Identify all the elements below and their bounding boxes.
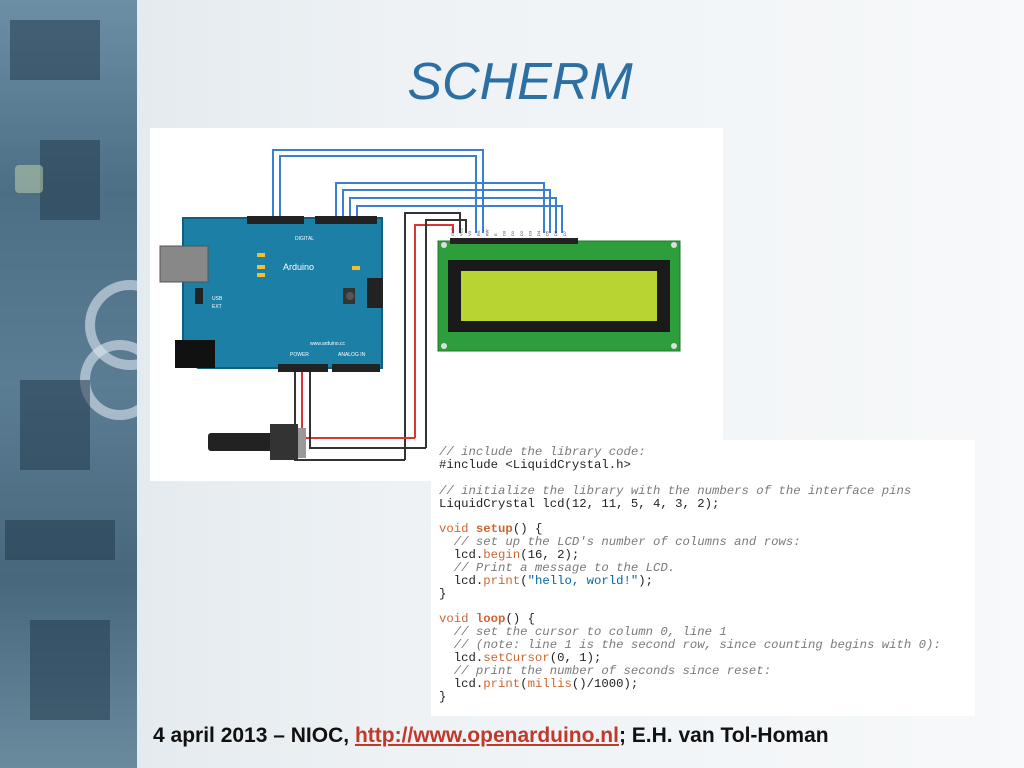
code-line: // include the library code:	[439, 445, 646, 459]
slide-title: SCHERM	[407, 53, 633, 111]
code-line: }	[439, 587, 447, 601]
code-line: lcd.print(millis()/1000);	[439, 677, 639, 691]
arduino-board: Arduino POWER ANALOG IN DIGITAL www.ardu…	[159, 216, 383, 372]
circuit-diagram: Arduino POWER ANALOG IN DIGITAL www.ardu…	[150, 128, 723, 481]
lcd-pin-label: VCC	[459, 227, 464, 236]
code-line: // (note: line 1 is the second row, sinc…	[439, 638, 941, 652]
lcd-pin-label: D6	[553, 230, 558, 236]
code-line: // initialize the library with the numbe…	[439, 484, 912, 498]
code-line: void setup() {	[439, 522, 543, 536]
lcd-pin-label: D3	[527, 230, 532, 236]
code-line: LiquidCrystal lcd(12, 11, 5, 4, 3, 2);	[439, 497, 720, 511]
code-line: void loop() {	[439, 612, 535, 626]
lcd-pin-label: RS	[476, 230, 481, 236]
code-panel: // include the library code: #include <L…	[431, 440, 975, 716]
lcd-pin-label: GND	[450, 227, 455, 236]
board-usb-label: USB	[212, 296, 223, 302]
code-line: // set up the LCD's number of columns an…	[439, 535, 801, 549]
lcd-module	[437, 238, 681, 352]
lcd-pin-label: E	[493, 233, 498, 236]
board-digital-label: DIGITAL	[295, 236, 314, 242]
footer-link[interactable]: http://www.openarduino.nl	[354, 724, 619, 747]
code-line: lcd.setCursor(0, 1);	[439, 651, 602, 665]
circuit-svg: Arduino POWER ANALOG IN DIGITAL www.ardu…	[159, 149, 681, 461]
code-line: lcd.begin(16, 2);	[439, 548, 580, 562]
code-line: #include <LiquidCrystal.h>	[439, 458, 631, 472]
footer-author: ; E.H. van Tol-Homan	[618, 724, 829, 747]
potentiometer	[208, 424, 306, 460]
code-line: // print the number of seconds since res…	[439, 664, 772, 678]
slide-footer: 4 april 2013 – NIOC, http://www.openardu…	[153, 724, 829, 748]
decorative-side-image	[0, 0, 137, 768]
code-line: // Print a message to the LCD.	[439, 561, 676, 575]
lcd-pin-label: RW	[484, 229, 489, 236]
code-line: lcd.print("hello, world!");	[439, 574, 654, 588]
board-ext-label: EXT	[212, 304, 222, 310]
board-url-label: www.arduino.cc	[310, 341, 346, 347]
code-line: }	[439, 690, 447, 704]
board-analog-label: ANALOG IN	[338, 352, 366, 358]
lcd-pin-label: D2	[519, 230, 524, 236]
lcd-pin-label: D1	[510, 230, 515, 236]
blue-wires	[272, 149, 563, 233]
lcd-pin-label: D5	[545, 230, 550, 236]
board-power-label: POWER	[290, 352, 309, 358]
lcd-pin-label: V0	[467, 230, 472, 236]
board-label: Arduino	[283, 262, 314, 272]
lcd-pin-label: D0	[502, 230, 507, 236]
code-line: // set the cursor to column 0, line 1	[439, 625, 727, 639]
lcd-pin-label: D4	[536, 230, 541, 236]
lcd-pin-label: D7	[562, 230, 567, 236]
footer-date-org: 4 april 2013 – NIOC,	[153, 724, 355, 747]
